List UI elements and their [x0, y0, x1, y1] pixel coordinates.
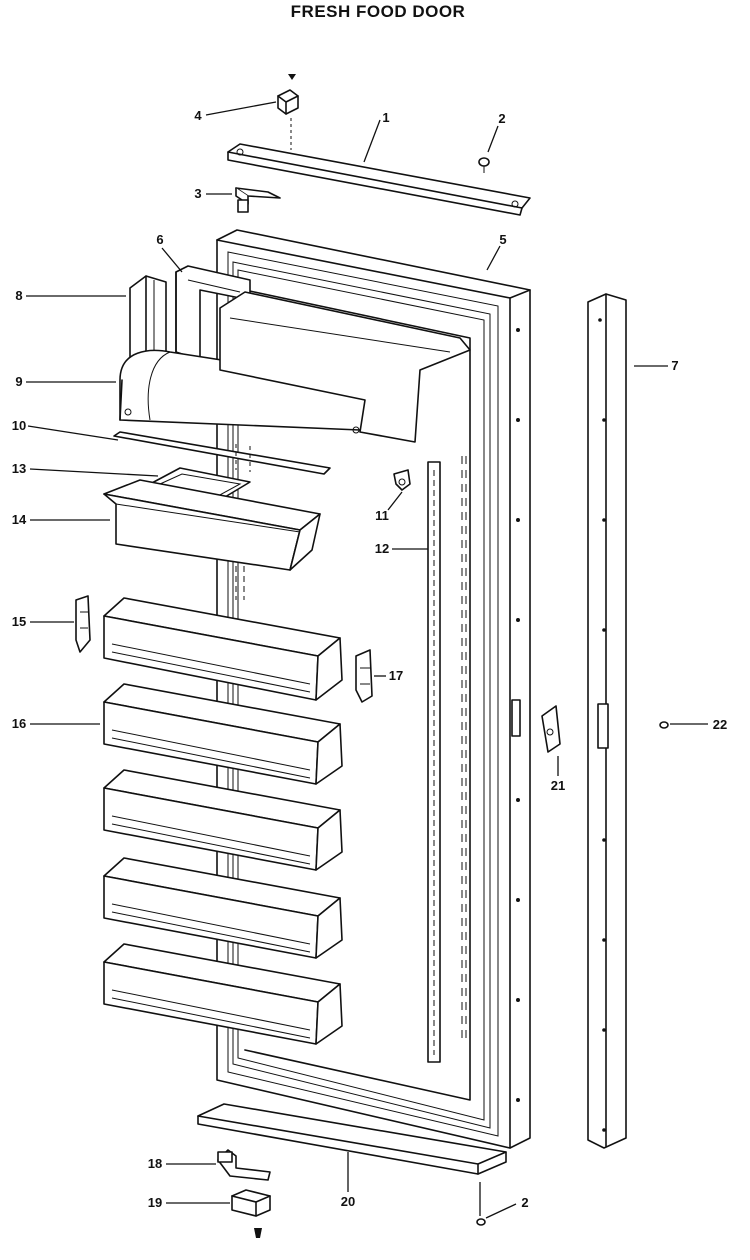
callout-9: 9 — [15, 374, 22, 389]
shelf-bracket-15 — [75, 595, 91, 653]
handle-clip — [541, 705, 561, 753]
assembly-dashes — [235, 444, 251, 600]
callout-12: 12 — [375, 541, 389, 556]
callout-1: 1 — [382, 110, 389, 125]
screw-2-bottom — [476, 1218, 486, 1226]
callout-20: 20 — [341, 1194, 355, 1209]
leader-lines — [26, 101, 708, 1219]
callout-13: 13 — [12, 461, 26, 476]
callout-11: 11 — [375, 508, 389, 523]
clip-11 — [393, 469, 411, 491]
callout-7: 7 — [671, 358, 678, 373]
callout-labels: 1 2 2 3 4 5 6 7 8 9 10 11 12 13 14 15 16… — [12, 108, 727, 1210]
door-shelf-3 — [103, 769, 343, 871]
callout-5: 5 — [499, 232, 506, 247]
diagram-title: FRESH FOOD DOOR — [291, 2, 466, 21]
screw-top — [288, 74, 296, 80]
door-shelf-5 — [103, 943, 343, 1045]
callout-18: 18 — [148, 1156, 162, 1171]
butter-bin — [103, 479, 321, 571]
trim-strip — [129, 275, 167, 371]
callout-17: 17 — [389, 668, 403, 683]
callout-22: 22 — [713, 717, 727, 732]
bottom-block — [231, 1189, 271, 1217]
callout-19: 19 — [148, 1195, 162, 1210]
top-hinge-pin — [235, 187, 281, 213]
shelf-rail — [427, 461, 441, 1063]
door-shelf-1 — [103, 597, 343, 701]
screw-22 — [659, 721, 669, 729]
callout-3: 3 — [194, 186, 201, 201]
callout-10: 10 — [12, 418, 26, 433]
callout-8: 8 — [15, 288, 22, 303]
callout-6: 6 — [156, 232, 163, 247]
top-bracket — [277, 89, 299, 115]
callout-16: 16 — [12, 716, 26, 731]
bottom-hinge — [217, 1149, 271, 1181]
shelf-bracket-17 — [355, 649, 373, 703]
callout-2-bottom: 2 — [521, 1195, 528, 1210]
bottom-hinge-bar — [197, 1103, 507, 1175]
top-hinge-bar — [227, 143, 531, 216]
strip-10 — [113, 431, 331, 475]
callout-21: 21 — [551, 778, 565, 793]
callout-15: 15 — [12, 614, 26, 629]
callout-2-top: 2 — [498, 111, 505, 126]
screw-bottom — [254, 1228, 262, 1238]
side-trim — [587, 293, 627, 1149]
dairy-compartment — [219, 291, 471, 443]
callout-4: 4 — [194, 108, 202, 123]
door-shelf-4 — [103, 857, 343, 959]
callout-14: 14 — [12, 512, 27, 527]
door-shelf-2 — [103, 683, 343, 785]
screw-2-top — [478, 157, 490, 173]
